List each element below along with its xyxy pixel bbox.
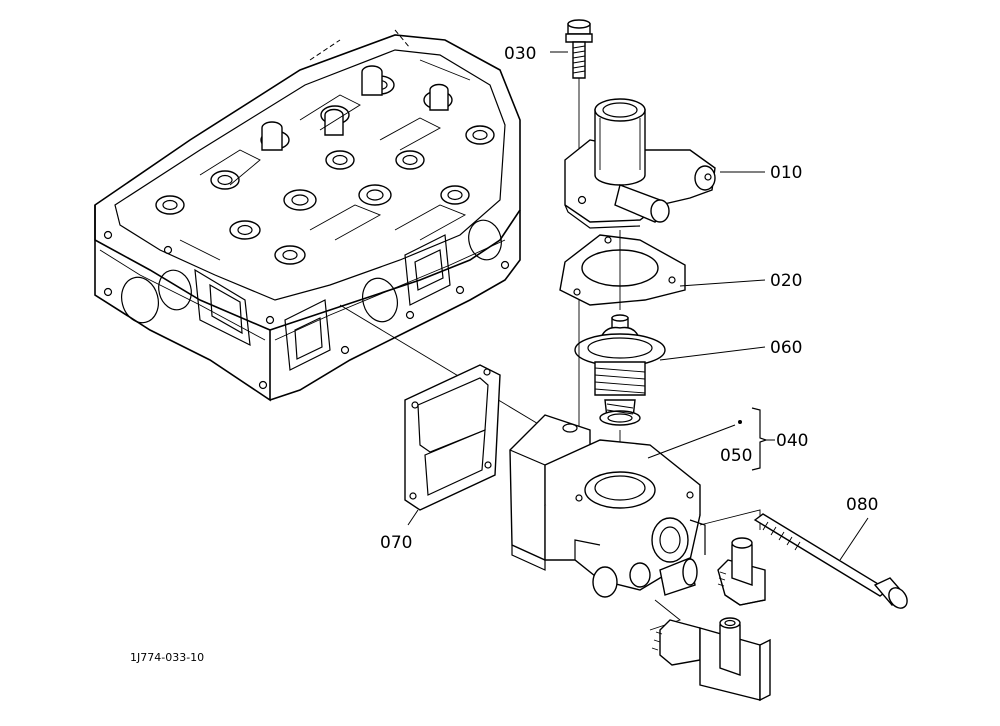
leader-lines (407, 51, 869, 561)
valve-bosses (155, 65, 495, 265)
callout-030: 030 (504, 44, 536, 64)
thermostat-cover-010 (564, 98, 716, 229)
gasket-070 (404, 364, 501, 511)
temperature-fitting (651, 617, 771, 702)
thermostat-060 (574, 314, 666, 426)
bolt-080 (753, 513, 908, 609)
callout-050: 050 (720, 446, 752, 466)
callout-020: 020 (770, 271, 802, 291)
callout-040: 040 (776, 431, 808, 451)
callout-070: 070 (380, 533, 412, 553)
callout-010: 010 (770, 163, 802, 183)
gasket-020 (559, 234, 686, 306)
callout-080: 080 (846, 495, 878, 515)
cylinder-head (94, 29, 521, 402)
callout-060: 060 (770, 338, 802, 358)
bolt-030 (565, 19, 593, 79)
callout-dot (738, 420, 742, 424)
thermostat-housing-050 (509, 414, 706, 598)
elbow-fitting (717, 537, 766, 606)
drawing-id: 1J774-033-10 (130, 651, 204, 664)
bracket-040 (751, 407, 768, 471)
